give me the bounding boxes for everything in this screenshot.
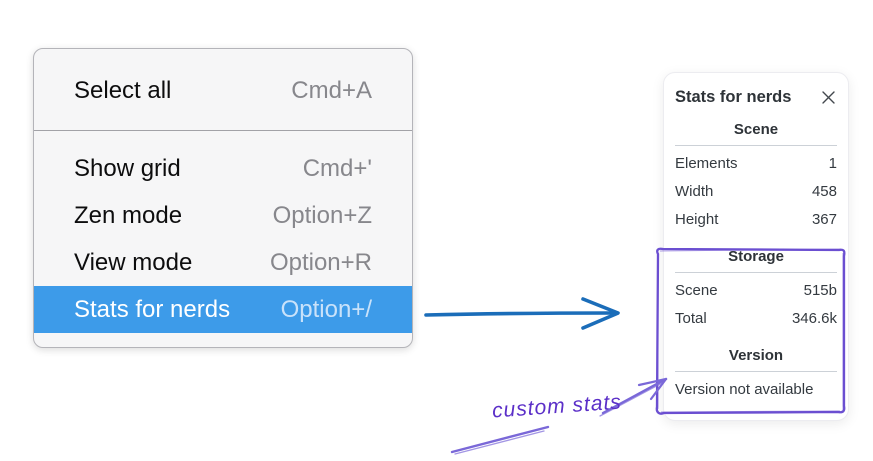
menu-item-shortcut: Option+R bbox=[269, 248, 372, 276]
version-status-text: Version not available bbox=[675, 381, 814, 398]
menu-item-label: Zen mode bbox=[74, 201, 183, 229]
menu-item-shortcut: Cmd+A bbox=[291, 76, 372, 104]
stat-value: 458 bbox=[811, 183, 837, 200]
stat-row-height: Height 367 bbox=[675, 206, 837, 234]
stat-row-scene-size: Scene 515b bbox=[675, 277, 837, 305]
stat-row-elements: Elements 1 bbox=[675, 150, 837, 178]
stat-value: 515b bbox=[803, 282, 837, 299]
menu-group-top: Select all Cmd+A bbox=[34, 49, 412, 130]
close-button[interactable] bbox=[819, 88, 837, 106]
stat-label: Width bbox=[675, 183, 714, 200]
section-heading-version: Version bbox=[728, 347, 784, 364]
menu-divider bbox=[34, 130, 412, 131]
stat-label: Total bbox=[675, 310, 707, 327]
stat-label: Scene bbox=[675, 282, 718, 299]
annotation-label: custom stats bbox=[491, 390, 623, 423]
menu-item-label: Show grid bbox=[74, 154, 181, 182]
menu-item-label: View mode bbox=[74, 248, 193, 276]
flow-arrow bbox=[424, 297, 620, 330]
stat-label: Elements bbox=[675, 155, 738, 172]
menu-item-shortcut: Cmd+' bbox=[302, 154, 372, 182]
menu-item-shortcut: Option+Z bbox=[272, 201, 372, 229]
menu-item-shortcut: Option+/ bbox=[280, 295, 372, 323]
menu-item-label: Stats for nerds bbox=[74, 295, 231, 323]
stat-label: Height bbox=[675, 211, 719, 228]
section-divider bbox=[675, 371, 837, 372]
section-heading-scene: Scene bbox=[733, 121, 779, 138]
view-options-context-menu: Select all Cmd+A Show grid Cmd+' Zen mod… bbox=[33, 48, 413, 348]
stat-value: 346.6k bbox=[791, 310, 837, 327]
close-icon bbox=[821, 90, 835, 104]
section-divider bbox=[675, 272, 837, 273]
panel-title: Stats for nerds bbox=[675, 87, 792, 106]
menu-item-select-all[interactable]: Select all Cmd+A bbox=[34, 67, 412, 114]
menu-item-show-grid[interactable]: Show grid Cmd+' bbox=[34, 145, 412, 192]
menu-item-view-mode[interactable]: View mode Option+R bbox=[34, 239, 412, 286]
stats-for-nerds-panel: Stats for nerds Scene Elements 1 Width 4… bbox=[663, 72, 849, 421]
stat-row-width: Width 458 bbox=[675, 178, 837, 206]
stat-value: 367 bbox=[811, 211, 837, 228]
stat-value: 1 bbox=[828, 155, 837, 172]
section-heading-storage: Storage bbox=[728, 248, 784, 265]
section-divider bbox=[675, 145, 837, 146]
stat-row-total-size: Total 346.6k bbox=[675, 305, 837, 333]
menu-item-label: Select all bbox=[74, 76, 172, 104]
menu-group-bottom: Show grid Cmd+' Zen mode Option+Z View m… bbox=[34, 131, 412, 347]
menu-item-stats-for-nerds[interactable]: Stats for nerds Option+/ bbox=[34, 286, 412, 333]
menu-item-zen-mode[interactable]: Zen mode Option+Z bbox=[34, 192, 412, 239]
panel-header: Stats for nerds bbox=[675, 87, 837, 107]
